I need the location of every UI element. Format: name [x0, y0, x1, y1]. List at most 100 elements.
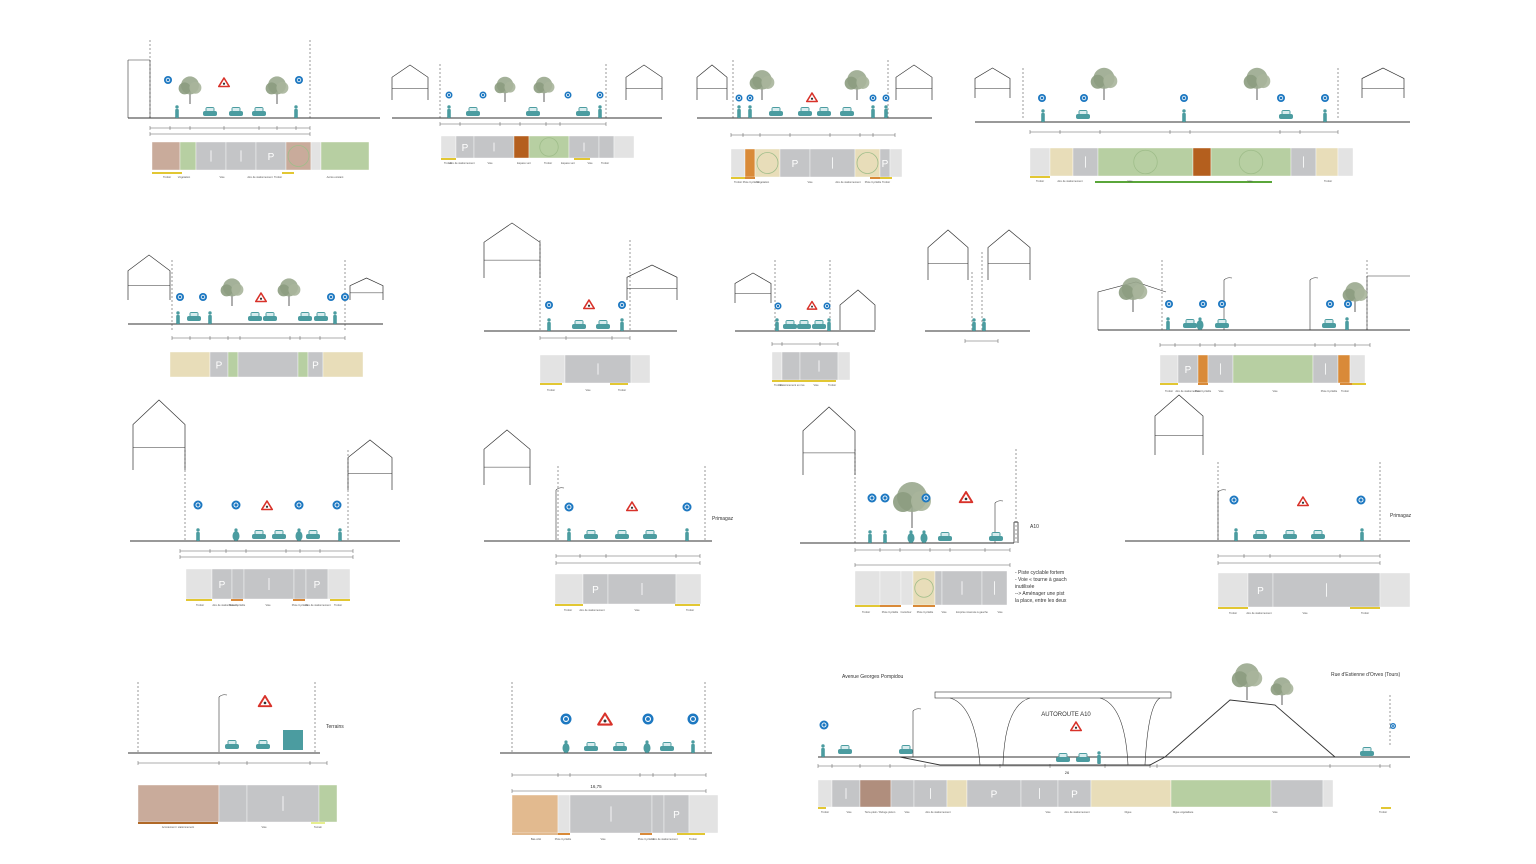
house-outline	[391, 64, 429, 100]
plan-segment	[630, 354, 651, 384]
segment-caption: Trottoir	[601, 161, 609, 165]
plan-segment	[539, 354, 566, 384]
car-body	[1253, 534, 1267, 539]
house-outline	[802, 406, 856, 475]
segment-caption: Trottoir	[1341, 389, 1349, 393]
s12-notes: - Piste cyclable fortem - Voie « tourne …	[1015, 570, 1067, 604]
car-icon	[466, 107, 480, 116]
person-body	[1234, 532, 1238, 541]
sign-triangle	[958, 491, 974, 504]
sign-glyph	[259, 297, 263, 300]
sign-disc	[294, 500, 304, 510]
person-body	[737, 109, 741, 118]
pedestrian-icon	[176, 311, 180, 324]
person-head	[175, 105, 179, 109]
segment-caption: Aire de stationnement	[1064, 810, 1090, 814]
plan-segment	[511, 794, 559, 834]
sign-glyph	[587, 304, 591, 307]
car-window	[301, 313, 309, 316]
traffic-sign-blue-icon	[869, 94, 877, 102]
car-body	[584, 746, 598, 751]
pedestrian-icon	[208, 311, 212, 324]
s12-plan-band	[854, 570, 1008, 606]
car-icon	[769, 107, 783, 116]
person-body	[294, 109, 298, 118]
car-icon	[584, 742, 598, 751]
s12-note: - Voie « tourne à gauch	[1015, 577, 1067, 583]
tree-crown	[1354, 287, 1368, 301]
s16-right-title: Rue d'Estienne d'Orves (Tours)	[1331, 672, 1400, 678]
segment-caption: Bas-côté	[531, 837, 542, 841]
car-icon	[798, 107, 812, 116]
parking-mark: P	[216, 361, 223, 372]
plan-segment	[912, 570, 936, 606]
sign-disc	[1344, 300, 1352, 308]
house-outline	[349, 277, 384, 300]
car-window	[992, 533, 1000, 536]
plan-segment	[781, 351, 801, 381]
sign-glyph	[684, 504, 690, 510]
segment-caption: Stationnement en rive	[779, 383, 805, 387]
tree-icon	[1270, 677, 1294, 705]
sign-glyph	[1391, 724, 1395, 728]
plan-segment	[557, 794, 571, 834]
person-head	[447, 105, 451, 109]
sign-glyph	[1166, 301, 1172, 307]
person-body	[972, 322, 976, 331]
traffic-sign-blue-icon	[1356, 495, 1366, 505]
car-icon	[838, 745, 852, 754]
segment-caption: Trottoir	[828, 383, 836, 387]
segment-caption: Voie	[1218, 389, 1224, 393]
car-icon	[660, 742, 674, 751]
parking-mark: P	[792, 159, 799, 170]
car-icon	[1076, 753, 1090, 762]
traffic-sign-blue-icon	[176, 293, 184, 301]
pedestrian-icon	[1345, 317, 1349, 330]
house-outline	[895, 64, 933, 100]
warning-sign-icon	[582, 299, 596, 310]
tree-crown	[494, 82, 506, 94]
person-body	[598, 109, 602, 118]
traffic-sign-blue-icon	[642, 713, 654, 725]
s13-top-right-label: Primagaz	[1390, 513, 1412, 519]
traffic-sign-blue-icon	[1344, 300, 1352, 308]
house-outline	[1154, 394, 1204, 455]
legend-strip	[745, 177, 755, 179]
car-body	[576, 111, 590, 116]
tree-crown	[749, 76, 763, 90]
segment-caption: Voie	[487, 161, 493, 165]
sign-glyph	[265, 505, 269, 508]
s1-plan-band: P	[151, 141, 370, 171]
traffic-sign-blue-icon	[1180, 94, 1188, 102]
parking-mark: P	[219, 580, 226, 591]
sign-triangle	[597, 712, 613, 726]
plan-segment	[137, 784, 220, 823]
person-head	[982, 318, 986, 322]
car-window	[1079, 754, 1087, 757]
car-icon	[187, 312, 201, 321]
person-head	[737, 105, 741, 109]
car-window	[232, 108, 240, 111]
s12-note: inutilisée	[1015, 584, 1035, 590]
segment-caption: Carrefour	[901, 610, 912, 614]
person-body	[1345, 321, 1349, 330]
sign-disc	[596, 91, 604, 99]
traffic-sign-blue-icon	[199, 293, 207, 301]
person-body	[333, 315, 337, 324]
car-body	[314, 316, 328, 321]
traffic-sign-blue-icon	[1199, 300, 1207, 308]
tree-crown	[543, 81, 555, 93]
person-head	[598, 105, 602, 109]
plan-segment	[1315, 147, 1339, 177]
house-outline	[987, 229, 1031, 280]
house-outline	[626, 264, 678, 300]
legend-strip	[186, 599, 212, 601]
sign-glyph	[871, 96, 875, 100]
legend-strip	[555, 604, 583, 606]
legend-strip	[1218, 607, 1248, 609]
sign-disc	[642, 713, 654, 725]
car-window	[1286, 531, 1294, 534]
segment-caption: Voie	[1045, 810, 1051, 814]
car-icon	[812, 320, 826, 329]
legend-strip	[138, 822, 218, 824]
